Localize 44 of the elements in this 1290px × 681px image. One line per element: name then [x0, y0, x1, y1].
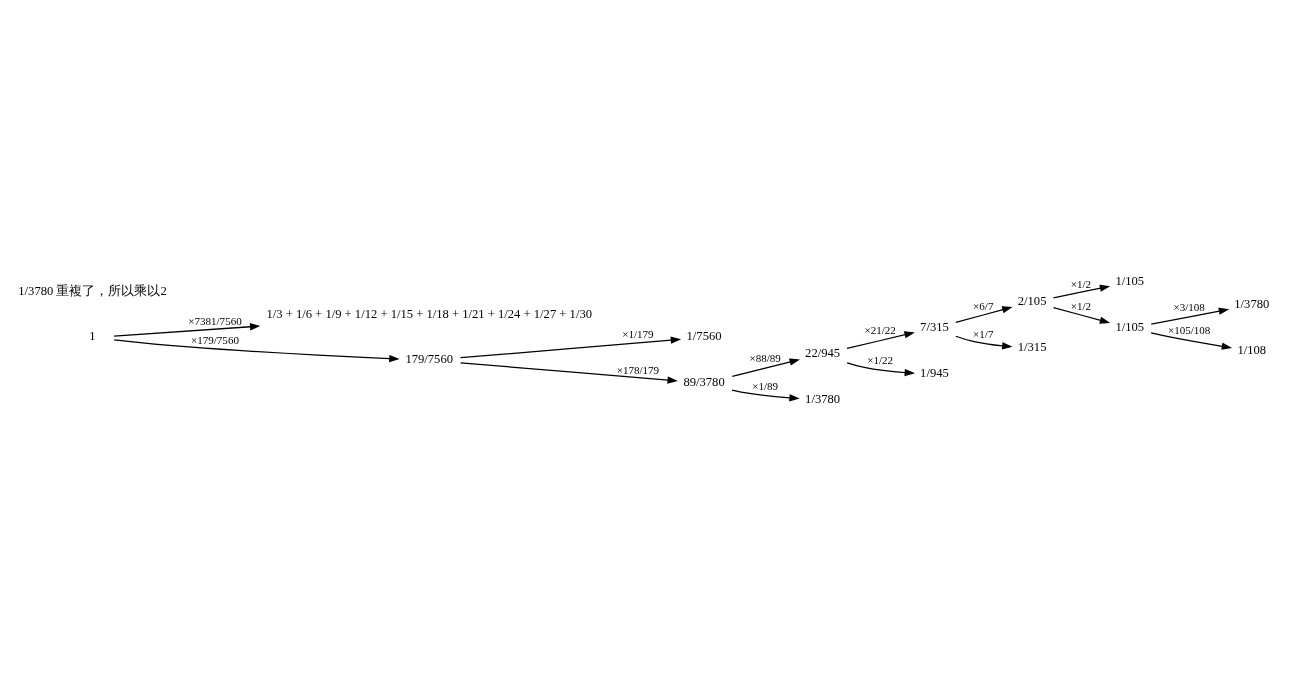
arrow	[459, 336, 682, 358]
edge-label: ×105/108	[1168, 323, 1211, 336]
edge-label: ×7381/7560	[188, 314, 242, 327]
edge-label: ×3/108	[1173, 300, 1205, 313]
arrow	[113, 338, 400, 362]
arrow	[846, 361, 916, 376]
arrow	[846, 330, 915, 349]
arrow	[1150, 331, 1233, 350]
edge-label: ×1/2	[1070, 299, 1092, 312]
node-text: 1/315	[1017, 339, 1047, 354]
node-text: 1/3780	[1234, 296, 1270, 311]
label: 1/3780 重複了，所以乘以2	[18, 283, 167, 298]
node-text: 1/105	[1115, 273, 1145, 288]
node-text: 22/945	[805, 345, 841, 360]
node-text: 7/315	[920, 319, 949, 334]
edge-label: ×1/89	[752, 379, 778, 392]
arrow	[731, 388, 800, 401]
edge-label: ×88/89	[749, 351, 781, 364]
node-text: 1/945	[920, 365, 949, 380]
edge-label: ×1/7	[973, 327, 994, 340]
edge-label: ×6/7	[973, 299, 994, 312]
edge-label: ×1/2	[1070, 277, 1092, 290]
arrow	[1052, 284, 1111, 298]
arrow	[459, 361, 678, 384]
edge-label: ×179/7560	[191, 333, 239, 346]
arrow	[731, 357, 800, 377]
node-text: 179/7560	[405, 351, 453, 366]
node-text: 2/105	[1017, 293, 1047, 308]
edge-label: ×178/179	[616, 363, 660, 376]
node-text: 1/105	[1115, 319, 1145, 334]
arrow	[1052, 306, 1111, 324]
node-text: 1/3780	[805, 391, 841, 406]
edge-label: ×1/179	[622, 327, 654, 340]
edge-label: ×21/22	[864, 323, 896, 336]
node-text: 1/3 + 1/6 + 1/9 + 1/12 + 1/15 + 1/18 + 1/21 + 1/24 + 1/27 + 1/30	[266, 306, 593, 321]
edge-label: ×1/22	[867, 353, 893, 366]
arrow	[955, 305, 1013, 323]
node-text: 1/108	[1237, 342, 1267, 357]
node-text: 1	[89, 328, 96, 343]
node-text: 89/3780	[683, 374, 725, 389]
arrow	[955, 335, 1013, 349]
arrow	[1150, 307, 1230, 325]
node-text: 1/7560	[686, 328, 722, 343]
arrow	[113, 322, 261, 337]
